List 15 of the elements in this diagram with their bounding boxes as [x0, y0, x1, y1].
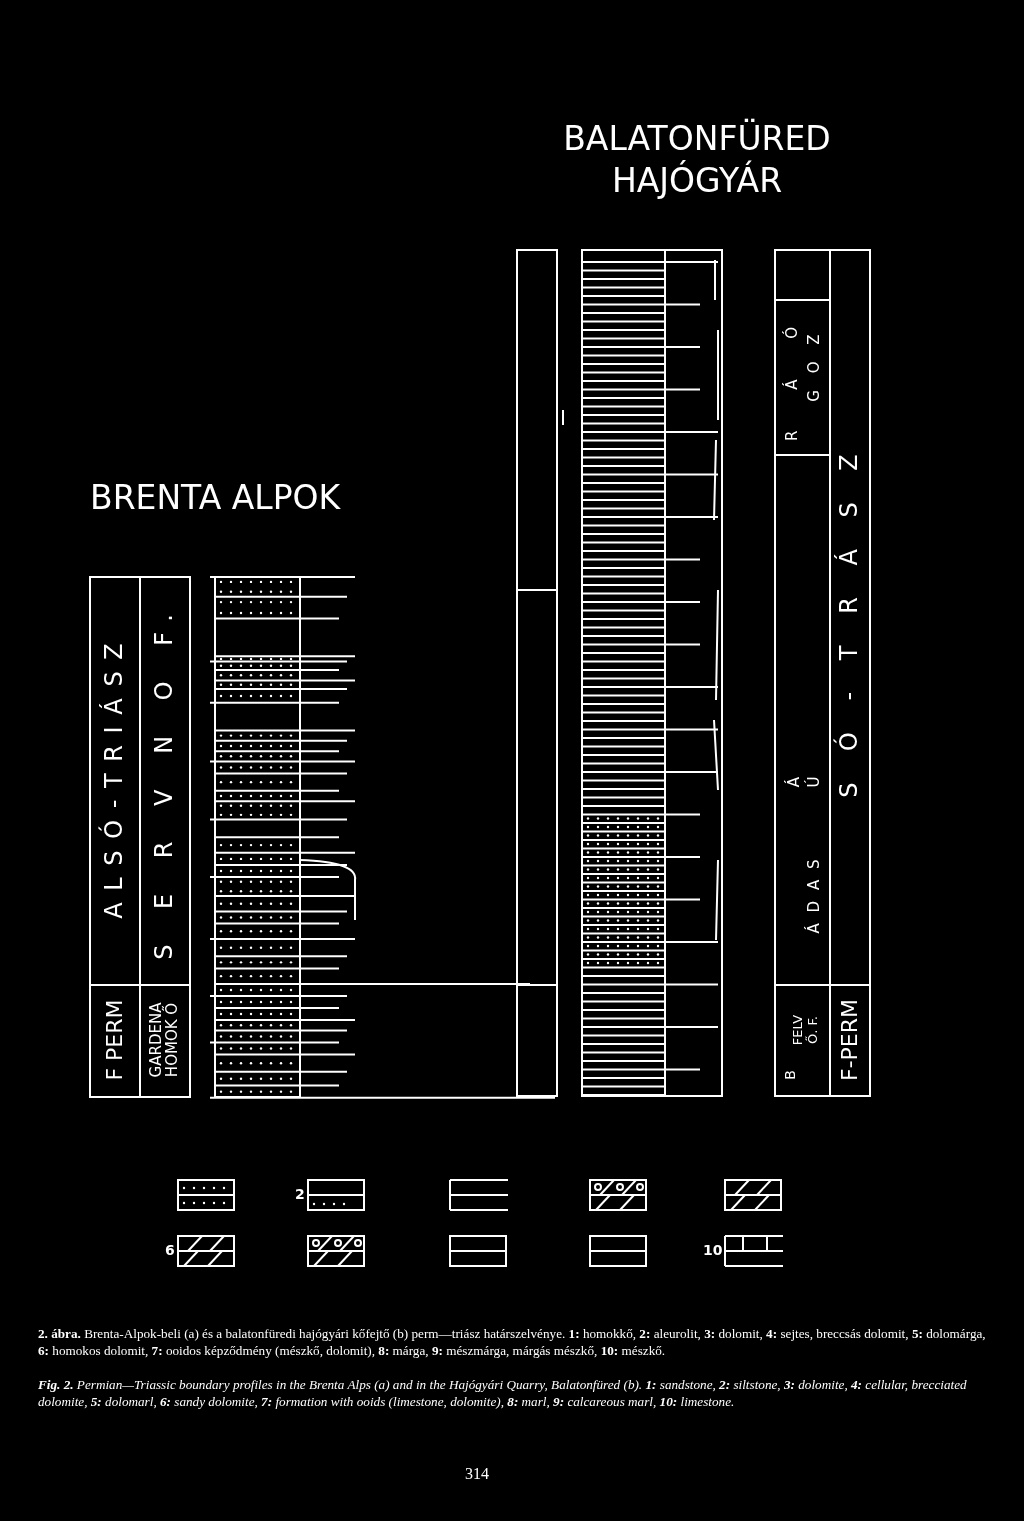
legend-number: 6	[165, 1242, 175, 1258]
column-heading: B	[782, 1070, 798, 1080]
column-heading: F PERM	[103, 999, 127, 1081]
title: BRENTA ALPOK	[90, 478, 341, 517]
column-heading: GARDENA HOMOK Ő	[149, 1001, 181, 1080]
title: BALATONFÜRED HAJÓGYÁR	[562, 118, 832, 202]
page-number: 314	[465, 1465, 489, 1483]
column-heading: F-PERM	[838, 999, 862, 1081]
legend-number: 10	[703, 1242, 723, 1258]
caption: 2. ábra. Brenta-Alpok-beli (a) és a balatonfüredi hajógyári kőfejtő (b) perm—triász határszelvénye. 1: homokkő, 2: aleurolit, 3: dolomit, 4: sejtes, breccsás dolomit, 5: dolomárga, 6: homokos dolomit, 7: ooidos képződmény (mészkő, dolomit), 8: márga, 9: mészmárga, márgás mészkő, 10: mészkő.	[38, 1325, 987, 1359]
legend-number: 2	[295, 1186, 305, 1202]
column-heading: S E R V N O F.	[152, 600, 178, 960]
caption: Fig. 2. Permian—Triassic boundary profiles in the Brenta Alps (a) and in the Hajógyári Quarry, Balatonfüred (b). 1: sandstone, 2: siltstone, 3: dolomite, 4: cellular, brecciated dolomite, 5: dolomarl, 6: sandy dolomite, 7: formation with ooids (limestone, dolomite), 8: marl, 9: calcareous marl, 10: limestone.	[38, 1376, 968, 1410]
column-heading: G O Z	[807, 328, 823, 402]
column-heading: FELV Ő. F.	[790, 1013, 820, 1048]
